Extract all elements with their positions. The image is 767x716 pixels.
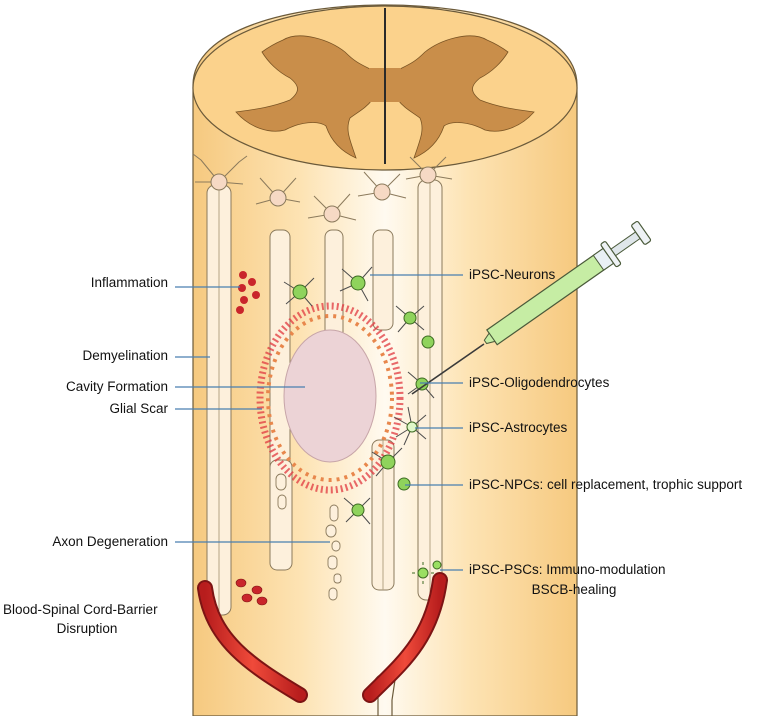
label-bscb-disruption-line2: Disruption xyxy=(56,621,118,636)
label-ipsc-npcs: iPSC-NPCs: cell replacement, trophic sup… xyxy=(469,477,743,492)
ipsc-neuron xyxy=(339,266,373,302)
neuron xyxy=(255,177,301,207)
ipsc-oligodendrocyte xyxy=(421,335,435,349)
label-bscb-disruption-line1: Blood-Spinal Cord-Barrier xyxy=(3,602,158,617)
ipsc-oligodendrocyte xyxy=(407,371,435,399)
inflammation-cells xyxy=(236,271,260,314)
blood-vessels xyxy=(197,572,448,703)
neuron xyxy=(405,156,453,184)
ipsc-npc xyxy=(343,497,371,525)
ipsc-npc xyxy=(397,477,411,491)
neuron xyxy=(307,193,357,223)
label-glial-scar: Glial Scar xyxy=(109,401,168,416)
glial-scar xyxy=(256,302,404,494)
label-ipsc-astrocytes: iPSC-Astrocytes xyxy=(469,420,568,435)
spinal-cord xyxy=(192,4,578,716)
ipsc-psc xyxy=(432,560,442,570)
ipsc-cells xyxy=(283,266,442,584)
neuron xyxy=(357,171,407,201)
label-demyelination: Demyelination xyxy=(82,348,168,363)
ipsc-npc xyxy=(371,447,403,477)
neuron xyxy=(192,153,248,191)
leader-lines xyxy=(175,274,463,571)
ipsc-psc xyxy=(412,562,434,584)
label-ipsc-pscs-line2: BSCB-healing xyxy=(531,582,617,597)
cavity xyxy=(283,329,377,463)
label-axon-degeneration: Axon Degeneration xyxy=(52,534,168,549)
ipsc-astrocyte xyxy=(393,406,427,446)
ipsc-neuron xyxy=(283,277,315,307)
label-inflammation: Inflammation xyxy=(90,275,168,290)
host-neurons xyxy=(192,153,453,223)
label-ipsc-oligodendrocytes: iPSC-Oligodendrocytes xyxy=(469,375,610,390)
red-blood-cells xyxy=(235,578,268,606)
axon-fragments xyxy=(275,473,342,601)
label-ipsc-pscs-line1: iPSC-PSCs: Immuno-modulation xyxy=(469,562,666,577)
grey-matter xyxy=(397,35,535,159)
ipsc-oligodendrocyte xyxy=(395,305,425,333)
grey-matter xyxy=(235,35,373,159)
lesion xyxy=(256,302,404,494)
syringe xyxy=(411,220,652,395)
label-cavity-formation: Cavity Formation xyxy=(65,379,168,394)
label-ipsc-neurons: iPSC-Neurons xyxy=(469,267,556,282)
